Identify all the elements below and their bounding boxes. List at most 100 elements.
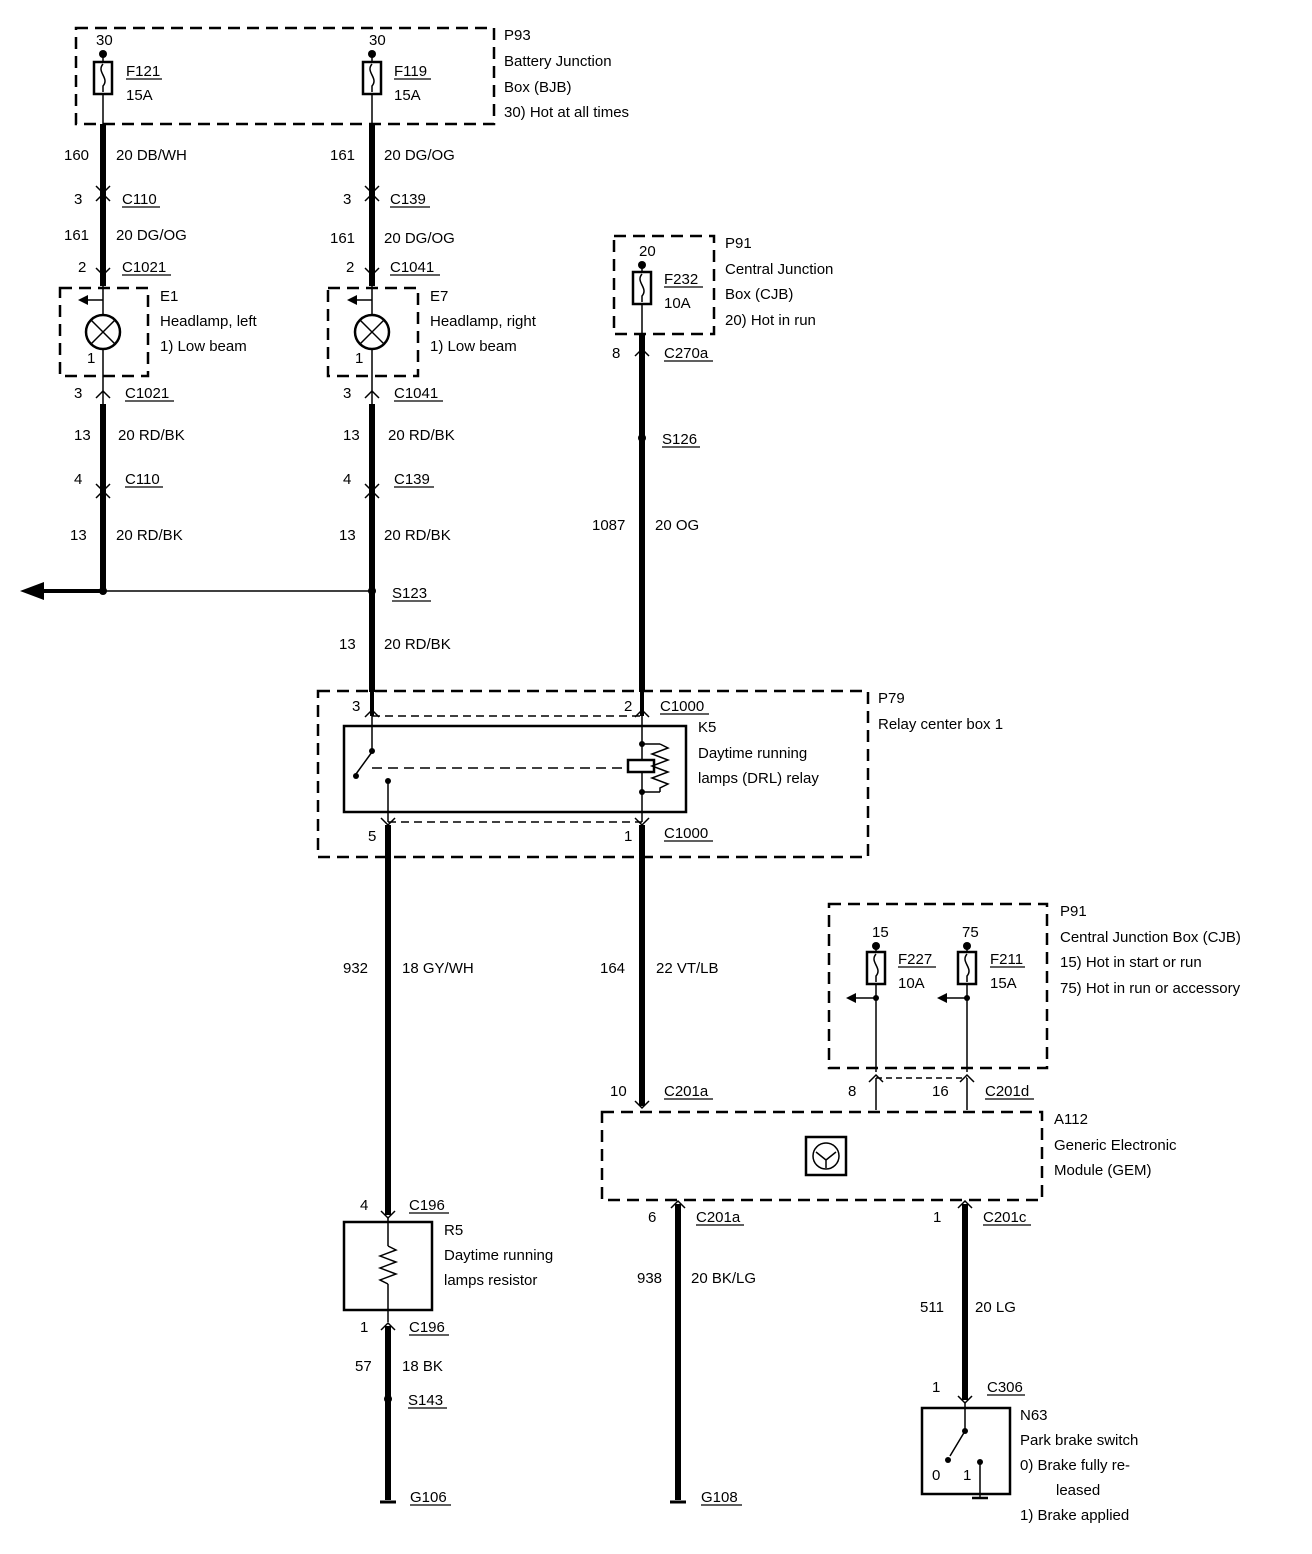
lg-circuit: 1 C201c 511 20 LG 1 C306: [920, 1199, 1031, 1405]
switch-position-1: 1: [963, 1467, 971, 1484]
wire-gauge: 20 RD/BK: [116, 527, 183, 544]
lamp-pin: 1: [355, 350, 363, 367]
relay-pin: 5: [368, 828, 376, 845]
connector-pin: 2: [78, 259, 86, 276]
fuse-rating: 15A: [126, 87, 153, 104]
fuse-f119: 30 F119 15A: [361, 32, 431, 124]
gem-module: A112 Generic Electronic Module (GEM): [600, 1110, 1177, 1202]
p91b-note2: 75) Hot in run or accessory: [1060, 980, 1241, 997]
fuse-pin: 20: [639, 243, 656, 260]
lamp-note: 1) Low beam: [430, 338, 517, 355]
wire-circuit: 160: [64, 147, 89, 164]
connector-name: C1021: [122, 259, 166, 276]
connector-name: C201c: [983, 1209, 1027, 1226]
wire-circuit: 13: [70, 527, 87, 544]
right-headlamp-circuit: 161 20 DG/OG 3 C139 161 20 DG/OG 2 C1041…: [326, 124, 537, 692]
connector-name: C201a: [696, 1209, 741, 1226]
connector-name: C201d: [985, 1083, 1029, 1100]
continuation-arrow-icon: [20, 582, 44, 600]
connector-pin: 16: [932, 1083, 949, 1100]
gem-outline: [600, 1110, 1044, 1202]
module-icon: [804, 1135, 848, 1177]
resistor-icon: [377, 1245, 399, 1285]
wire-gauge: 20 DB/WH: [116, 147, 187, 164]
p79-name: Relay center box 1: [878, 716, 1003, 733]
p91b-note1: 15) Hot in start or run: [1060, 954, 1202, 971]
p79-id: P79: [878, 690, 905, 707]
connector-name: C110: [122, 191, 157, 208]
switch-id: N63: [1020, 1407, 1048, 1424]
relay-line1: Daytime running: [698, 745, 807, 762]
wire-circuit: 13: [339, 636, 356, 653]
lamp-e7-outline: [326, 286, 420, 378]
wire-gauge: 20 OG: [655, 517, 699, 534]
fuse-name: F232: [664, 271, 698, 288]
p91-note: 20) Hot in run: [725, 312, 816, 329]
wire-circuit: 511: [920, 1299, 944, 1316]
p91b-id: P91: [1060, 903, 1087, 920]
p91b-name: Central Junction Box (CJB): [1060, 929, 1241, 946]
gem-line1: Generic Electronic: [1054, 1137, 1177, 1154]
lamp-id: E1: [160, 288, 178, 305]
connector-name: C110: [125, 471, 160, 488]
og-circuit: 8 C270a S126 1087 20 OG: [592, 334, 713, 692]
p91-line1: Central Junction: [725, 261, 833, 278]
p91-id: P91: [725, 235, 752, 252]
central-junction-box-f227-f211: P91 Central Junction Box (CJB) 15) Hot i…: [827, 902, 1241, 1110]
gy-wh-circuit: 932 18 GY/WH 4 C196 R5 Daytime running l…: [342, 825, 553, 1506]
connector-name: C201a: [664, 1083, 709, 1100]
connector-pin: 3: [74, 385, 82, 402]
wire-circuit: 13: [343, 427, 360, 444]
fuse-name: F121: [126, 63, 160, 80]
connector-pin: 4: [343, 471, 351, 488]
wire-circuit: 161: [330, 230, 355, 247]
ground-name: G108: [701, 1489, 738, 1506]
connector-name: C1021: [125, 385, 169, 402]
ground-name: G106: [410, 1489, 447, 1506]
wire-circuit: 932: [343, 960, 368, 977]
wire-gauge: 20 DG/OG: [116, 227, 187, 244]
switch-icon: [949, 1430, 966, 1457]
p91-outline: [612, 234, 716, 336]
bk-lg-circuit: 6 C201a 938 20 BK/LG G108: [637, 1199, 756, 1506]
lamp-name: Headlamp, left: [160, 313, 258, 330]
wire-circuit: 1087: [592, 517, 625, 534]
fuse-name: F227: [898, 951, 932, 968]
splice-dot: [368, 587, 376, 595]
connector-name: C196: [409, 1197, 445, 1214]
wire-gauge: 20 RD/BK: [388, 427, 455, 444]
fuse-pin: 30: [369, 32, 386, 49]
wire-gauge: 20 BK/LG: [691, 1270, 756, 1287]
connector-pin: 1: [932, 1379, 940, 1396]
connector-pin: 4: [74, 471, 82, 488]
fuse-pin: 30: [96, 32, 113, 49]
connector-pin: 3: [74, 191, 82, 208]
connector-pin: 8: [848, 1083, 856, 1100]
fuse-pin: 15: [872, 924, 889, 941]
wire-gauge: 20 RD/BK: [384, 636, 451, 653]
fuse-f121: 30 F121 15A: [92, 32, 162, 124]
wire-gauge: 20 RD/BK: [384, 527, 451, 544]
connector-pin: 10: [610, 1083, 627, 1100]
connector-name: C196: [409, 1319, 445, 1336]
splice-dot: [638, 434, 646, 442]
p93-id: P93: [504, 27, 531, 44]
connector-pin: 6: [648, 1209, 656, 1226]
connector-name: C139: [390, 191, 426, 208]
lamp-e1-outline: [58, 286, 150, 378]
connector-pin: 3: [343, 191, 351, 208]
fuse-rating: 15A: [394, 87, 421, 104]
fuse-rating: 10A: [664, 295, 691, 312]
wire-gauge: 20 DG/OG: [384, 147, 455, 164]
fuse-pin: 75: [962, 924, 979, 941]
battery-junction-box: P93 Battery Junction Box (BJB) 30) Hot a…: [74, 26, 629, 126]
lamp-note: 1) Low beam: [160, 338, 247, 355]
wire-gauge: 18 GY/WH: [402, 960, 474, 977]
central-junction-box-f232: P91 Central Junction Box (CJB) 20) Hot i…: [612, 234, 833, 336]
relay-line2: lamps (DRL) relay: [698, 770, 819, 787]
switch-name: Park brake switch: [1020, 1432, 1138, 1449]
wire-gauge: 22 VT/LB: [656, 960, 719, 977]
wire-gauge: 18 BK: [402, 1358, 443, 1375]
fuse-name: F119: [394, 63, 427, 80]
